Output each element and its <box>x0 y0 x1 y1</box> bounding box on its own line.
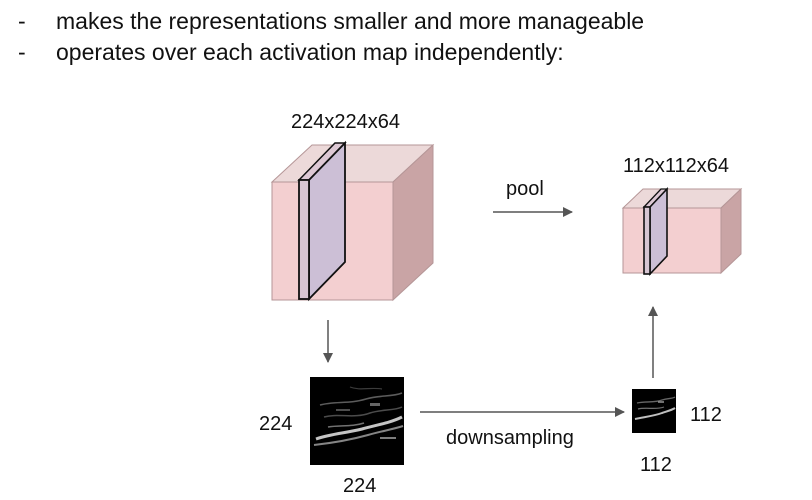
bullet-text: makes the representations smaller and mo… <box>56 8 645 34</box>
bullet-marker: - <box>18 8 26 34</box>
pool-label: pool <box>506 178 544 200</box>
bullet-list: - makes the representations smaller and … <box>18 6 808 68</box>
bullet-text: operates over each activation map indepe… <box>56 39 564 65</box>
output-volume-front-face <box>622 207 722 274</box>
output-activation-slice <box>642 186 669 277</box>
output-volume <box>621 186 743 277</box>
output-activation-map-image <box>632 389 676 433</box>
input-volume <box>270 140 435 302</box>
downsampling-label: downsampling <box>446 427 574 449</box>
input-activation-map <box>310 377 404 465</box>
output-map-height-label: 112 <box>690 404 722 426</box>
bullet-item-2: - operates over each activation map inde… <box>18 37 808 68</box>
output-activation-map <box>632 389 676 433</box>
input-map-height-label: 224 <box>259 413 293 435</box>
bullet-marker: - <box>18 39 26 65</box>
input-map-width-label: 224 <box>343 475 377 497</box>
bullet-item-1: - makes the representations smaller and … <box>18 6 808 37</box>
input-activation-map-image <box>310 377 404 465</box>
input-volume-dimensions-label: 224x224x64 <box>291 111 400 133</box>
input-activation-slice <box>297 140 347 302</box>
output-map-width-label: 112 <box>640 454 672 476</box>
output-slice-edge <box>643 206 651 275</box>
output-volume-dimensions-label: 112x112x64 <box>623 155 730 177</box>
input-slice-edge <box>298 179 310 300</box>
